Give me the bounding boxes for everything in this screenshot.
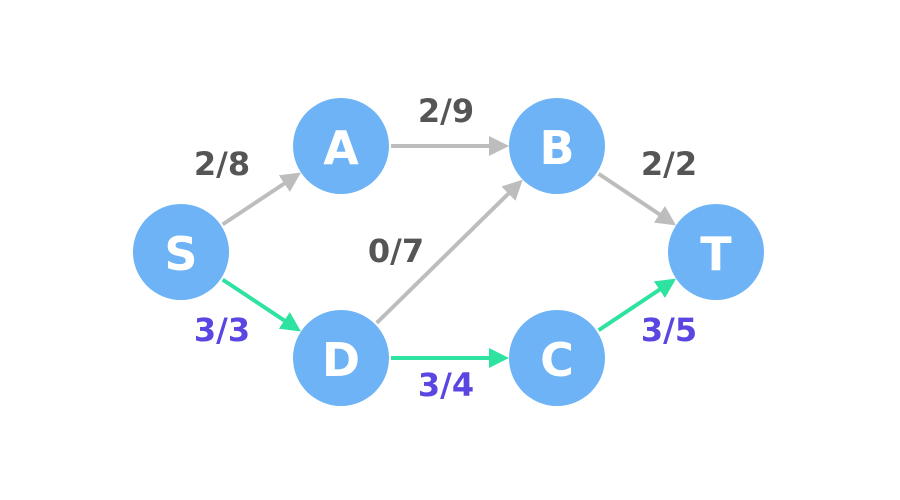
edge-d-b <box>375 179 523 325</box>
node-a: A <box>293 98 389 194</box>
node-label-d: D <box>322 333 360 387</box>
edge-label-a-b: 2/9 <box>418 92 474 130</box>
edge-label-d-c: 3/4 <box>418 366 474 404</box>
node-t: T <box>668 204 764 300</box>
node-circle-b <box>509 98 605 194</box>
node-circle-a <box>293 98 389 194</box>
node-label-c: C <box>540 333 574 387</box>
node-b: B <box>509 98 605 194</box>
edge-label-b-t: 2/2 <box>641 145 697 183</box>
node-c: C <box>509 310 605 406</box>
node-circle-c <box>509 310 605 406</box>
node-label-t: T <box>700 227 732 281</box>
node-circle-d <box>293 310 389 406</box>
edge-b-t <box>597 172 677 226</box>
edge-label-c-t: 3/5 <box>641 311 697 349</box>
edge-s-a <box>221 172 301 227</box>
edge-c-t <box>597 278 677 332</box>
node-circle-s <box>133 204 229 300</box>
edges-layer <box>221 136 677 368</box>
edge-label-s-a: 2/8 <box>194 145 250 183</box>
edge-label-s-d: 3/3 <box>194 311 250 349</box>
edge-label-d-b: 0/7 <box>368 232 424 270</box>
node-s: S <box>133 204 229 300</box>
node-label-a: A <box>323 121 359 175</box>
edge-labels-layer: 2/8 2/9 2/2 0/7 3/3 3/4 3/5 <box>194 92 697 404</box>
node-label-b: B <box>539 121 574 175</box>
node-label-s: S <box>164 227 197 281</box>
nodes-layer: S A B D C T <box>133 98 764 406</box>
edge-s-d <box>221 277 301 332</box>
node-d: D <box>293 310 389 406</box>
node-circle-t <box>668 204 764 300</box>
